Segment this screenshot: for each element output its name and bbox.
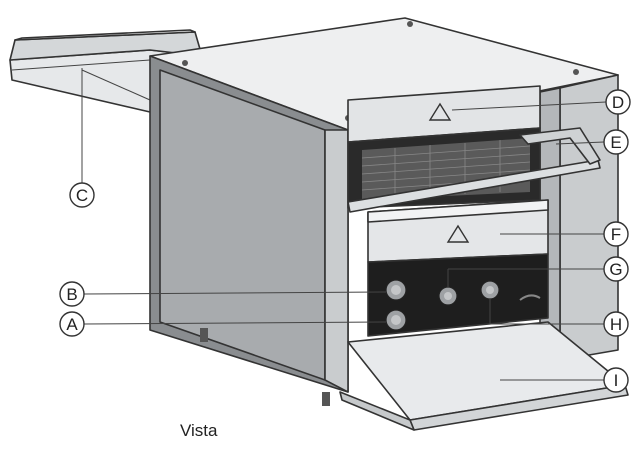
callout-f-label: F xyxy=(611,225,621,244)
callout-c: C xyxy=(69,182,95,208)
callout-i: I xyxy=(603,367,629,393)
callout-a-label: A xyxy=(66,315,78,334)
callout-d-label: D xyxy=(612,93,624,112)
warning-triangle-icon xyxy=(428,102,452,121)
figure-caption: Vista xyxy=(180,421,218,440)
lower-front-panel xyxy=(367,199,549,263)
callout-g-label: G xyxy=(609,260,622,279)
control-panel xyxy=(367,253,549,337)
warning-triangle-icon xyxy=(446,224,470,243)
callout-a: A xyxy=(59,311,85,337)
callouts: D E F G H I xyxy=(59,68,631,393)
callout-b-label: B xyxy=(66,285,77,304)
callout-e: E xyxy=(603,129,629,155)
callout-h-label: H xyxy=(610,315,622,334)
conveyor-guide-bar xyxy=(347,127,601,213)
callout-h: H xyxy=(603,311,629,337)
callout-f: F xyxy=(603,221,629,247)
right-side-panel xyxy=(539,74,619,362)
callout-d: D xyxy=(605,89,631,115)
callout-e-label: E xyxy=(610,133,621,152)
knob-g xyxy=(438,286,458,306)
callout-i-label: I xyxy=(614,371,619,390)
knob-b xyxy=(385,279,407,301)
knob-h xyxy=(480,280,500,300)
knob-a xyxy=(385,309,407,331)
indicator-icon xyxy=(519,294,541,301)
callout-g: G xyxy=(603,256,629,282)
callout-b: B xyxy=(59,281,85,307)
output-tray xyxy=(339,321,629,431)
left-side-panel xyxy=(149,55,349,406)
callout-c-label: C xyxy=(76,186,88,205)
